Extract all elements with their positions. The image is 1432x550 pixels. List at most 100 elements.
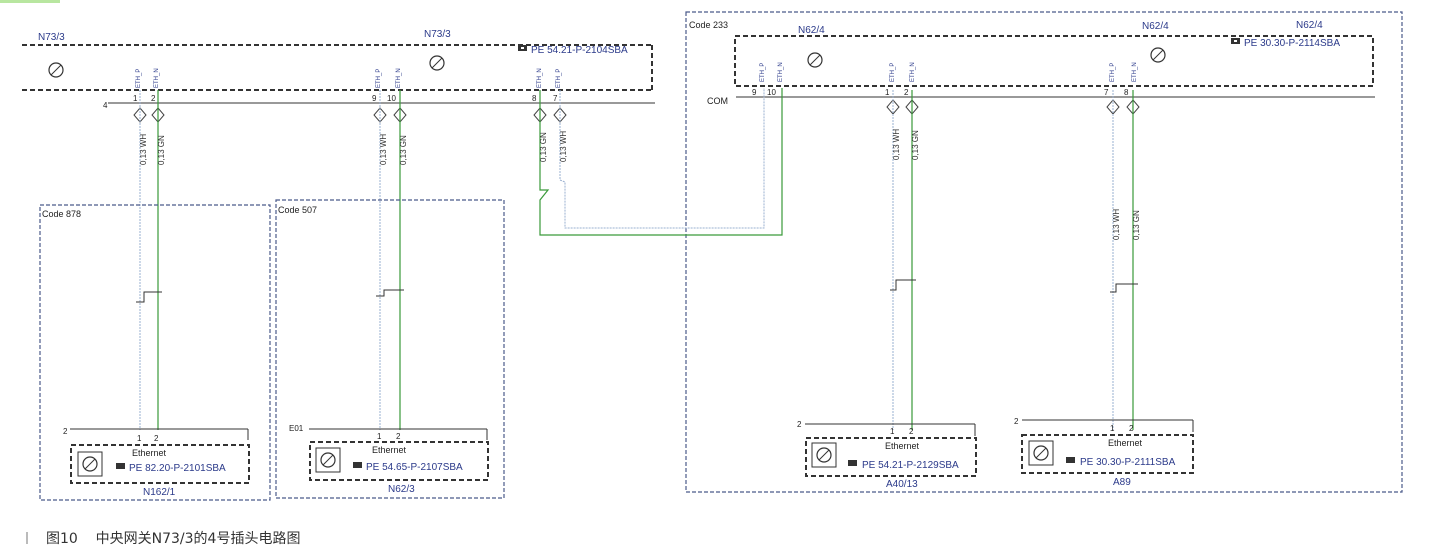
svg-text:ETH_N: ETH_N — [1132, 62, 1138, 82]
svg-text:2: 2 — [1129, 424, 1134, 433]
code878-title: Ethernet — [132, 448, 167, 458]
book-icon — [1066, 457, 1075, 463]
module-code-878: Code 878 2 1 2 Ethernet PE 82.20-P-2101SB… — [39, 204, 271, 501]
code507-ref[interactable]: PE 54.65-P-2107SBA — [366, 462, 463, 473]
a89-title: Ethernet — [1108, 438, 1143, 448]
svg-text:1: 1 — [1110, 424, 1115, 433]
a40-ref[interactable]: PE 54.21-P-2129SBA — [862, 460, 959, 471]
svg-text:2: 2 — [396, 432, 401, 441]
ethernet-symbol-icon — [807, 47, 1166, 68]
svg-text:8: 8 — [1124, 88, 1129, 97]
wire-label: 0,13 GN — [157, 135, 166, 165]
code507-name: N62/3 — [388, 484, 415, 495]
svg-text:ETH_N: ETH_N — [778, 62, 784, 82]
wire-label: 0,13 WH — [139, 134, 148, 165]
book-icon — [518, 45, 527, 51]
ethernet-symbol-icon — [320, 452, 336, 468]
code507-label: Code 507 — [278, 205, 317, 215]
wire-label: 0,13 WH — [1112, 209, 1121, 240]
com-label: COM — [707, 96, 728, 106]
wire-label: 0,13 GN — [911, 130, 920, 160]
svg-text:ETH_P: ETH_P — [760, 63, 766, 82]
n73-connector: 4 — [103, 101, 108, 110]
svg-text:1: 1 — [137, 434, 142, 443]
figure-caption: 图10 中央网关N73/3的4号插头电路图 — [26, 528, 300, 548]
svg-text:1: 1 — [885, 88, 890, 97]
wire-label: 0,13 GN — [1132, 210, 1141, 240]
wire-label: 0,13 WH — [379, 134, 388, 165]
module-code-507: Code 507 E01 1 2 Ethernet PE 54.65-P-2107… — [275, 199, 505, 499]
code878-name: N162/1 — [143, 487, 176, 498]
module-a40-13: 2 1 2 Ethernet PE 54.21-P-2129SBA A40/13 — [797, 420, 977, 490]
svg-text:ETH_P: ETH_P — [556, 69, 562, 88]
ethernet-symbol-icon — [82, 456, 98, 472]
n62-4-label-b: N62/4 — [1142, 21, 1169, 32]
book-icon — [1231, 38, 1240, 44]
a40-title: Ethernet — [885, 441, 920, 451]
book-icon — [116, 463, 125, 469]
module-n73-3: N73/3 N73/3 PE 54.21-P-2104SBA 4 1ETH_P … — [22, 29, 655, 110]
wires — [136, 88, 1138, 430]
ethernet-symbol-icon — [816, 447, 832, 463]
svg-text:2: 2 — [151, 94, 156, 103]
top-accent — [0, 0, 60, 3]
svg-text:9: 9 — [372, 94, 377, 103]
ethernet-symbol-icon — [48, 55, 445, 78]
module-code-233: Code 233 N62/4 N62/4 N62/4 PE 30.30-P-21… — [685, 11, 1403, 493]
svg-text:ETH_N: ETH_N — [537, 68, 543, 88]
svg-text:ETH_P: ETH_P — [890, 63, 896, 82]
circuit-diagram: N73/3 N73/3 PE 54.21-P-2104SBA 4 1ETH_P … — [0, 0, 1403, 501]
book-icon — [353, 462, 362, 468]
code878-connector: 2 — [63, 427, 68, 436]
svg-text:1: 1 — [890, 427, 895, 436]
a40-name: A40/13 — [886, 479, 918, 490]
wire-label: 0,13 WH — [892, 129, 901, 160]
svg-text:8: 8 — [532, 94, 537, 103]
svg-text:7: 7 — [1104, 88, 1109, 97]
svg-text:1: 1 — [377, 432, 382, 441]
a89-ref[interactable]: PE 30.30-P-2111SBA — [1080, 457, 1176, 468]
svg-text:ETH_P: ETH_P — [1110, 63, 1116, 82]
n62-4-label-c: N62/4 — [1296, 20, 1323, 31]
wire-labels: 0,13 WH 0,13 GN 0,13 WH 0,13 GN 0,13 GN … — [139, 129, 1141, 240]
n62-4-ref[interactable]: PE 30.30-P-2114SBA — [1244, 38, 1340, 49]
code507-connector: E01 — [289, 424, 304, 433]
caption-fig: 图10 — [46, 531, 78, 547]
svg-text:10: 10 — [767, 88, 776, 97]
svg-text:ETH_P: ETH_P — [136, 69, 142, 88]
svg-text:ETH_N: ETH_N — [910, 62, 916, 82]
svg-text:ETH_N: ETH_N — [154, 68, 160, 88]
n73-pin-9: 9 ETH_P — [372, 69, 382, 103]
svg-text:2: 2 — [909, 427, 914, 436]
svg-text:ETH_P: ETH_P — [376, 69, 382, 88]
ethernet-symbol-icon — [1033, 445, 1049, 461]
a40-connector: 2 — [797, 420, 802, 429]
code878-ref[interactable]: PE 82.20-P-2101SBA — [129, 463, 226, 474]
n73-ref[interactable]: PE 54.21-P-2104SBA — [531, 45, 628, 56]
n73-pin-1: 1 ETH_P — [133, 69, 142, 103]
book-icon — [848, 460, 857, 466]
n62-4-label-a: N62/4 — [798, 25, 825, 36]
n73-pin-2: 2 ETH_N — [151, 68, 160, 103]
a89-name: A89 — [1113, 477, 1131, 488]
wire-label: 0,13 GN — [399, 135, 408, 165]
svg-text:2: 2 — [154, 434, 159, 443]
caption-bar — [26, 532, 28, 544]
code878-label: Code 878 — [42, 209, 81, 219]
wire-label: 0,13 GN — [539, 132, 548, 162]
n73-label-left: N73/3 — [38, 32, 65, 43]
code233-label: Code 233 — [689, 20, 728, 30]
wire-label: 0,13 WH — [559, 131, 568, 162]
svg-text:1: 1 — [133, 94, 138, 103]
code507-title: Ethernet — [372, 445, 407, 455]
